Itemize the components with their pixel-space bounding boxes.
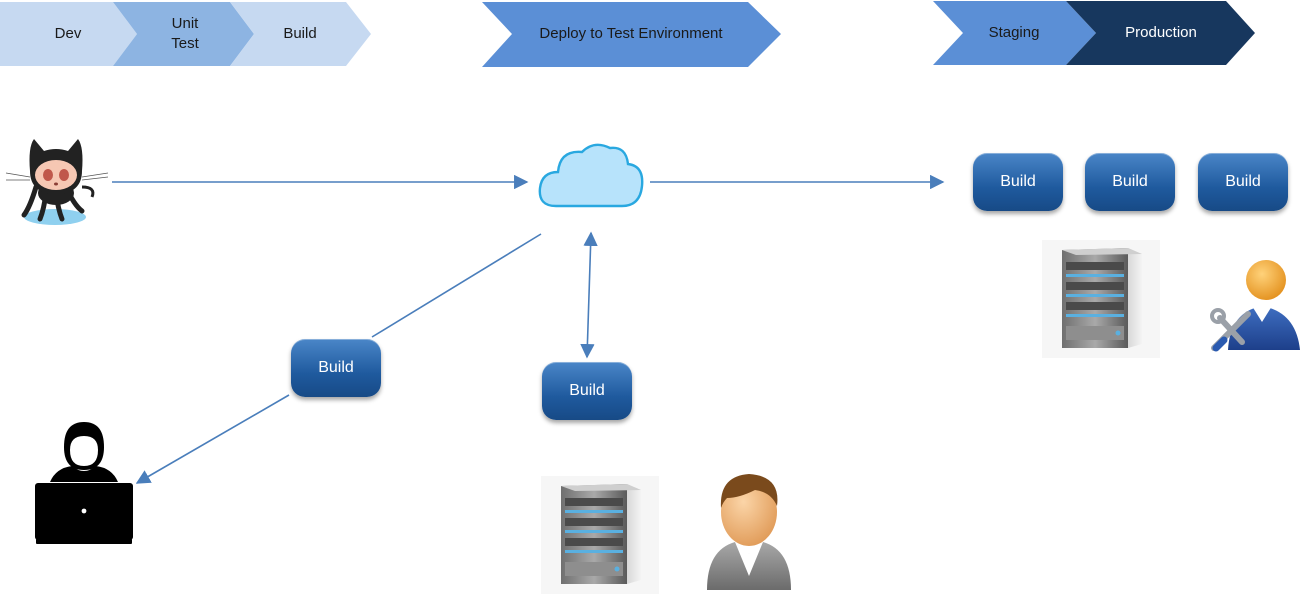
user-icon <box>707 474 821 590</box>
stage-label-production: Production <box>1125 24 1197 41</box>
build-node-left: Build <box>291 339 381 397</box>
stage-chevron-dev <box>0 2 137 66</box>
stage-label-staging: Staging <box>988 24 1040 41</box>
arrow-cloud-to-build-left <box>371 233 542 338</box>
github-octocat-icon <box>5 139 109 225</box>
build-node-production-2: Build <box>1085 153 1175 211</box>
stage-chevron-staging <box>933 1 1096 65</box>
stage-chevron-production <box>1066 1 1255 65</box>
build-node-center: Build <box>542 362 632 420</box>
cloud-icon <box>538 143 644 208</box>
developer-laptop-icon <box>33 420 136 547</box>
build-node-production-1: Build <box>973 153 1063 211</box>
admin-user-wrench-icon <box>1210 260 1300 352</box>
arrow-build-left-to-developer <box>135 394 290 484</box>
stage-label-dev: Dev <box>54 25 82 42</box>
stage-chevron-unit-test <box>113 2 254 66</box>
arrow-cloud-build-center-bidirectional <box>580 231 598 359</box>
stage-label-deploy-test: Deploy to Test Environment <box>539 25 723 42</box>
stage-label-unit-test: Unit Test <box>171 15 199 52</box>
server-icon <box>541 476 659 594</box>
stage-chevron-deploy-test <box>482 2 781 67</box>
stage-chevron-build <box>230 2 371 66</box>
stage-label-build: Build <box>283 25 317 42</box>
build-node-production-3: Build <box>1198 153 1288 211</box>
prod-server-icon <box>1042 240 1160 358</box>
